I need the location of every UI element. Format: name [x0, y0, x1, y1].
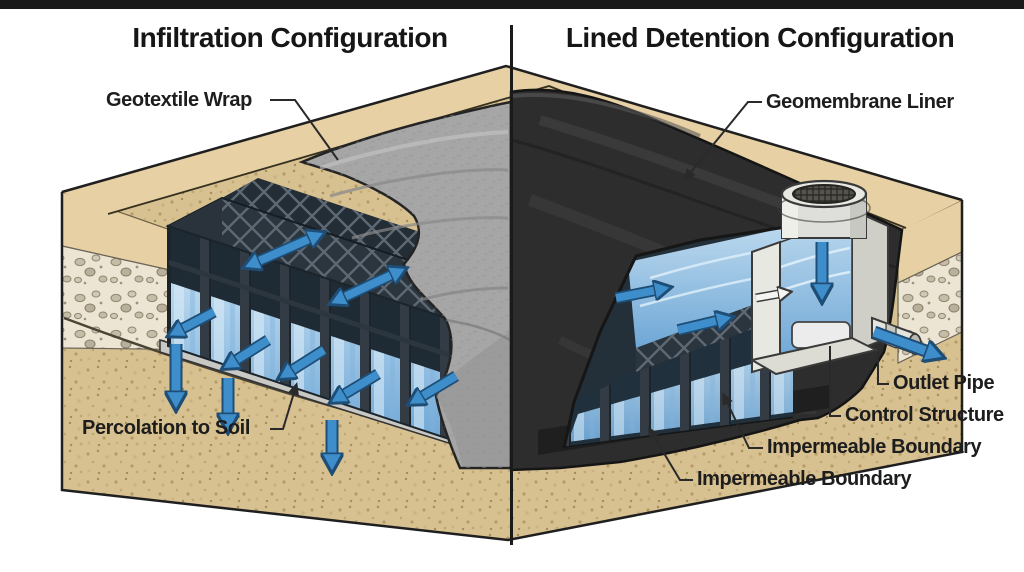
leader-geomembrane	[683, 101, 762, 182]
block-outline	[60, 64, 964, 542]
control-structure	[749, 179, 889, 376]
label-outlet-pipe: Outlet Pipe	[893, 372, 995, 394]
percolation-arrows	[176, 236, 459, 462]
label-percolation-to-soil: Percolation to Soil	[82, 417, 250, 439]
leader-geotextile-wrap	[270, 99, 339, 161]
leader-lines	[270, 99, 889, 481]
left-panel-title: Infiltration Configuration	[132, 22, 448, 53]
leader-outlet-pipe	[877, 352, 889, 385]
leader-impermeable-top	[722, 392, 763, 449]
right-panel-title: Lined Detention Configuration	[565, 22, 955, 53]
label-geotextile-wrap: Geotextile Wrap	[106, 89, 252, 111]
grate-icon	[792, 184, 856, 204]
label-impermeable-boundary-top: Impermeable Boundary	[767, 436, 982, 458]
geotextile-fabric	[298, 100, 513, 470]
panel-divider	[510, 25, 513, 545]
riser-and-grate	[777, 179, 871, 239]
detention-flow-arrows	[614, 242, 934, 354]
label-impermeable-boundary-bottom: Impermeable Boundary	[697, 468, 912, 490]
label-geomembrane-liner: Geomembrane Liner	[766, 91, 954, 113]
leader-impermeable-bottom	[647, 426, 693, 481]
label-control-structure: Control Structure	[845, 404, 1004, 426]
top-border-bar	[0, 0, 1024, 9]
leader-control-structure	[829, 346, 841, 417]
leader-percolation	[270, 381, 299, 430]
